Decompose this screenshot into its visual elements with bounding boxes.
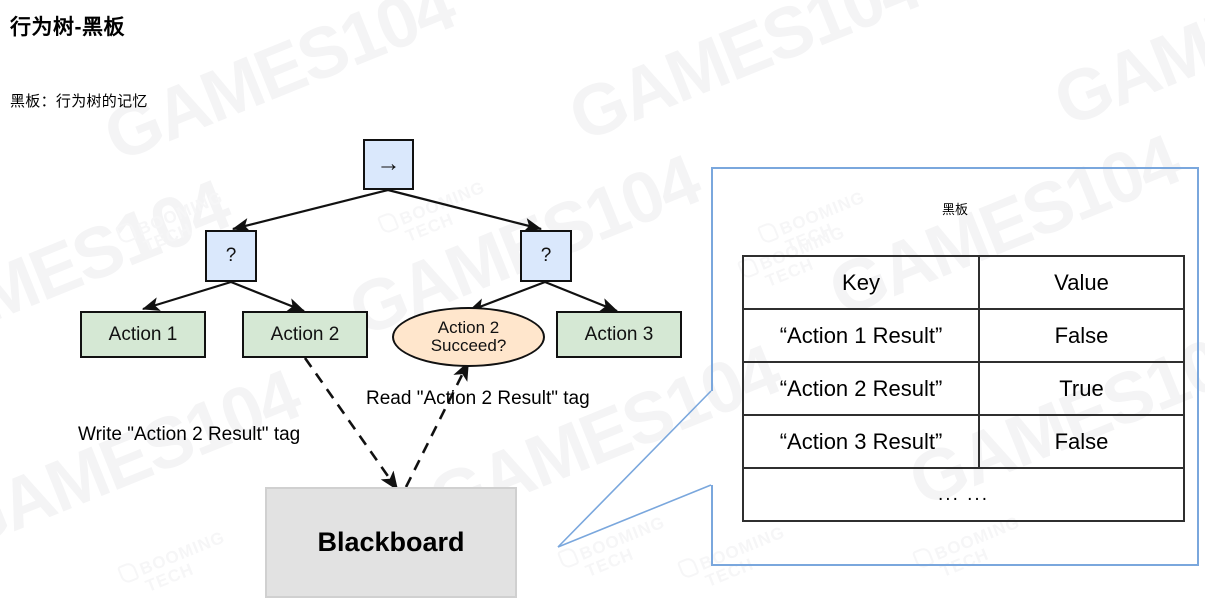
panel-border-top	[711, 167, 1199, 169]
blackboard-box-label: Blackboard	[317, 527, 465, 557]
page-title: 行为树-黑板	[10, 16, 125, 39]
selector-label: ?	[540, 245, 552, 266]
action-node-2[interactable]: Action 2	[242, 311, 368, 358]
panel-caption: 黑板	[941, 202, 968, 217]
cell-key: “Action 1 Result”	[742, 308, 980, 363]
sequence-arrow-icon: →	[376, 149, 401, 177]
cell-value: True	[978, 361, 1185, 416]
panel-border-right	[1197, 167, 1199, 566]
action-label: Action 1	[108, 323, 178, 345]
action-label: Action 3	[584, 323, 654, 345]
root-sequence-node[interactable]: →	[363, 139, 414, 190]
edge-label-read: Read "Action 2 Result" tag	[366, 388, 590, 409]
blackboard-detail-panel: 黑板 Key Value “Action 1 Result” False “Ac…	[711, 167, 1199, 566]
column-header-key: Key	[742, 255, 980, 310]
condition-label-line1: Action 2	[437, 317, 500, 337]
table-row-ellipsis: ... ...	[742, 467, 1185, 522]
panel-border-left-lower	[711, 485, 713, 566]
column-header-value: Value	[978, 255, 1185, 310]
page-subtitle: 黑板：行为树的记忆	[10, 93, 148, 110]
cell-key: “Action 3 Result”	[742, 414, 980, 469]
table-row: “Action 2 Result” True	[742, 361, 1185, 416]
cell-ellipsis: ... ...	[742, 467, 1185, 522]
action-node-1[interactable]: Action 1	[80, 311, 206, 358]
panel-border-bottom	[711, 564, 1199, 566]
table-header-row: Key Value	[742, 255, 1185, 310]
table-row: “Action 3 Result” False	[742, 414, 1185, 469]
blackboard-table: Key Value “Action 1 Result” False “Actio…	[742, 255, 1185, 522]
cell-key: “Action 2 Result”	[742, 361, 980, 416]
selector-node-right[interactable]: ?	[520, 230, 572, 282]
cell-value: False	[978, 308, 1185, 363]
selector-label: ?	[225, 245, 237, 266]
cell-value: False	[978, 414, 1185, 469]
condition-node-action2-succeed[interactable]: Action 2 Succeed?	[392, 307, 545, 367]
action-label: Action 2	[270, 323, 340, 345]
table-row: “Action 1 Result” False	[742, 308, 1185, 363]
condition-label-line2: Succeed?	[430, 336, 507, 355]
panel-border-left-upper	[711, 167, 713, 391]
action-node-3[interactable]: Action 3	[556, 311, 682, 358]
blackboard-box[interactable]: Blackboard	[265, 487, 517, 598]
selector-node-left[interactable]: ?	[205, 230, 257, 282]
edge-label-write: Write "Action 2 Result" tag	[78, 424, 301, 445]
